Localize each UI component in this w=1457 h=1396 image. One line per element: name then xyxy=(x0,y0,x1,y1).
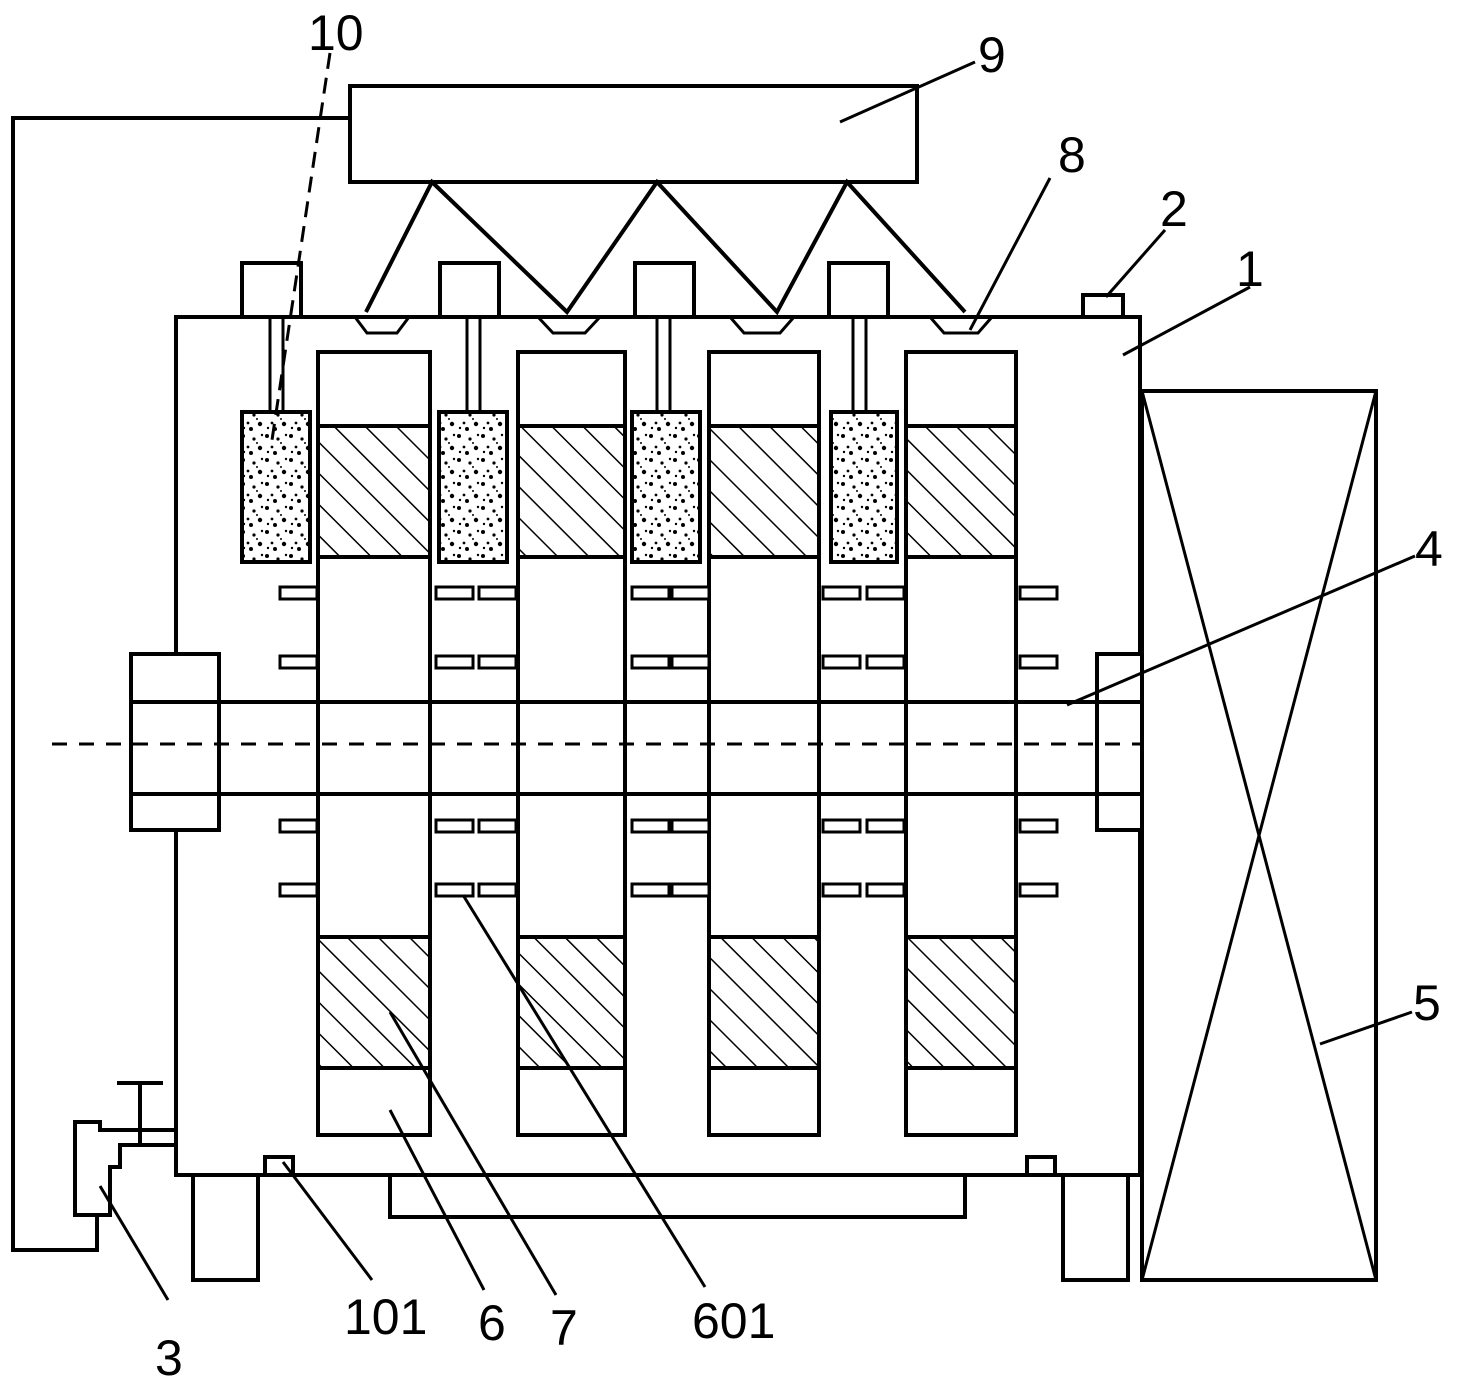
slot-7 xyxy=(865,585,906,601)
slot-31 xyxy=(865,882,906,898)
label-6: 6 xyxy=(478,1295,506,1351)
slot-9 xyxy=(278,654,319,670)
slot-group xyxy=(278,585,1059,898)
top-block-3 xyxy=(633,261,696,319)
leader-5 xyxy=(1319,1010,1413,1046)
slot-19 xyxy=(477,818,518,834)
slot-10 xyxy=(434,654,475,670)
leader-2 xyxy=(1104,229,1167,298)
top-block-4 xyxy=(827,261,890,319)
slot-18 xyxy=(434,818,475,834)
leader-1 xyxy=(1122,285,1251,357)
top-block-2 xyxy=(438,261,501,319)
slot-23 xyxy=(865,818,906,834)
slot-20 xyxy=(630,818,671,834)
label-3: 3 xyxy=(155,1330,183,1386)
label-5: 5 xyxy=(1413,975,1441,1031)
left-bearing xyxy=(129,652,221,832)
nozzle-1 xyxy=(352,315,412,335)
label-10: 10 xyxy=(308,5,364,61)
leader-4 xyxy=(1066,554,1416,707)
nozzle-2 xyxy=(534,315,604,335)
nozzle-3 xyxy=(726,315,798,335)
leader-6 xyxy=(388,1109,486,1291)
feed-pipe xyxy=(11,116,350,1252)
leader-9 xyxy=(839,60,976,124)
hatched-pad-top-2 xyxy=(516,424,627,559)
label-1: 1 xyxy=(1236,241,1264,297)
slot-15 xyxy=(865,654,906,670)
slot-21 xyxy=(670,818,711,834)
hatched-pad-bottom-2 xyxy=(516,935,627,1070)
label-7: 7 xyxy=(550,1300,578,1356)
label-9: 9 xyxy=(978,27,1006,83)
slot-2 xyxy=(434,585,475,601)
slot-6 xyxy=(821,585,862,601)
hatched-pad-top-1 xyxy=(316,424,432,559)
hatched-pad-bottom-4 xyxy=(904,935,1018,1070)
slot-16 xyxy=(1018,654,1059,670)
leader-101 xyxy=(281,1161,374,1281)
shaft xyxy=(174,700,1142,796)
leader-7 xyxy=(388,1011,558,1296)
top-unit xyxy=(348,84,919,184)
zigzag-lines xyxy=(364,178,967,316)
drain-block-right xyxy=(1025,1155,1057,1177)
label-101: 101 xyxy=(344,1289,427,1345)
bottom-tray xyxy=(388,1173,967,1219)
label-8: 8 xyxy=(1058,127,1086,183)
drain-block-left xyxy=(263,1155,295,1177)
filter-block-3 xyxy=(630,410,702,564)
slot-4 xyxy=(630,585,671,601)
label-601: 601 xyxy=(692,1293,775,1349)
slot-12 xyxy=(630,654,671,670)
leader-601 xyxy=(461,894,707,1288)
slot-1 xyxy=(278,585,319,601)
filter-block-1 xyxy=(240,410,312,564)
small-top-block-2 xyxy=(1081,293,1125,319)
slot-27 xyxy=(477,882,518,898)
filter-block-4 xyxy=(829,410,899,564)
label-4: 4 xyxy=(1415,521,1443,577)
slot-13 xyxy=(670,654,711,670)
slot-24 xyxy=(1018,818,1059,834)
filter-block-2 xyxy=(437,410,509,564)
label-2: 2 xyxy=(1160,181,1188,237)
nozzle-4 xyxy=(926,315,996,335)
slot-14 xyxy=(821,654,862,670)
slot-30 xyxy=(821,882,862,898)
leader-10 xyxy=(270,52,332,441)
hatched-pad-bottom-3 xyxy=(707,935,821,1070)
slot-5 xyxy=(670,585,711,601)
slot-28 xyxy=(630,882,671,898)
right-leg xyxy=(1061,1173,1130,1282)
valve-body xyxy=(73,1120,176,1217)
hatched-pad-top-4 xyxy=(904,424,1018,559)
leader-8 xyxy=(968,177,1052,331)
slot-32 xyxy=(1018,882,1059,898)
slot-26 xyxy=(434,882,475,898)
leader-3 xyxy=(98,1185,170,1301)
hatched-pad-top-3 xyxy=(707,424,821,559)
slot-29 xyxy=(670,882,711,898)
slot-3 xyxy=(477,585,518,601)
slot-25 xyxy=(278,882,319,898)
slot-11 xyxy=(477,654,518,670)
slot-22 xyxy=(821,818,862,834)
hatched-pad-bottom-1 xyxy=(316,935,432,1070)
slot-17 xyxy=(278,818,319,834)
slot-8 xyxy=(1018,585,1059,601)
left-leg xyxy=(191,1173,260,1282)
motor-cross-2 xyxy=(1140,390,1378,1281)
